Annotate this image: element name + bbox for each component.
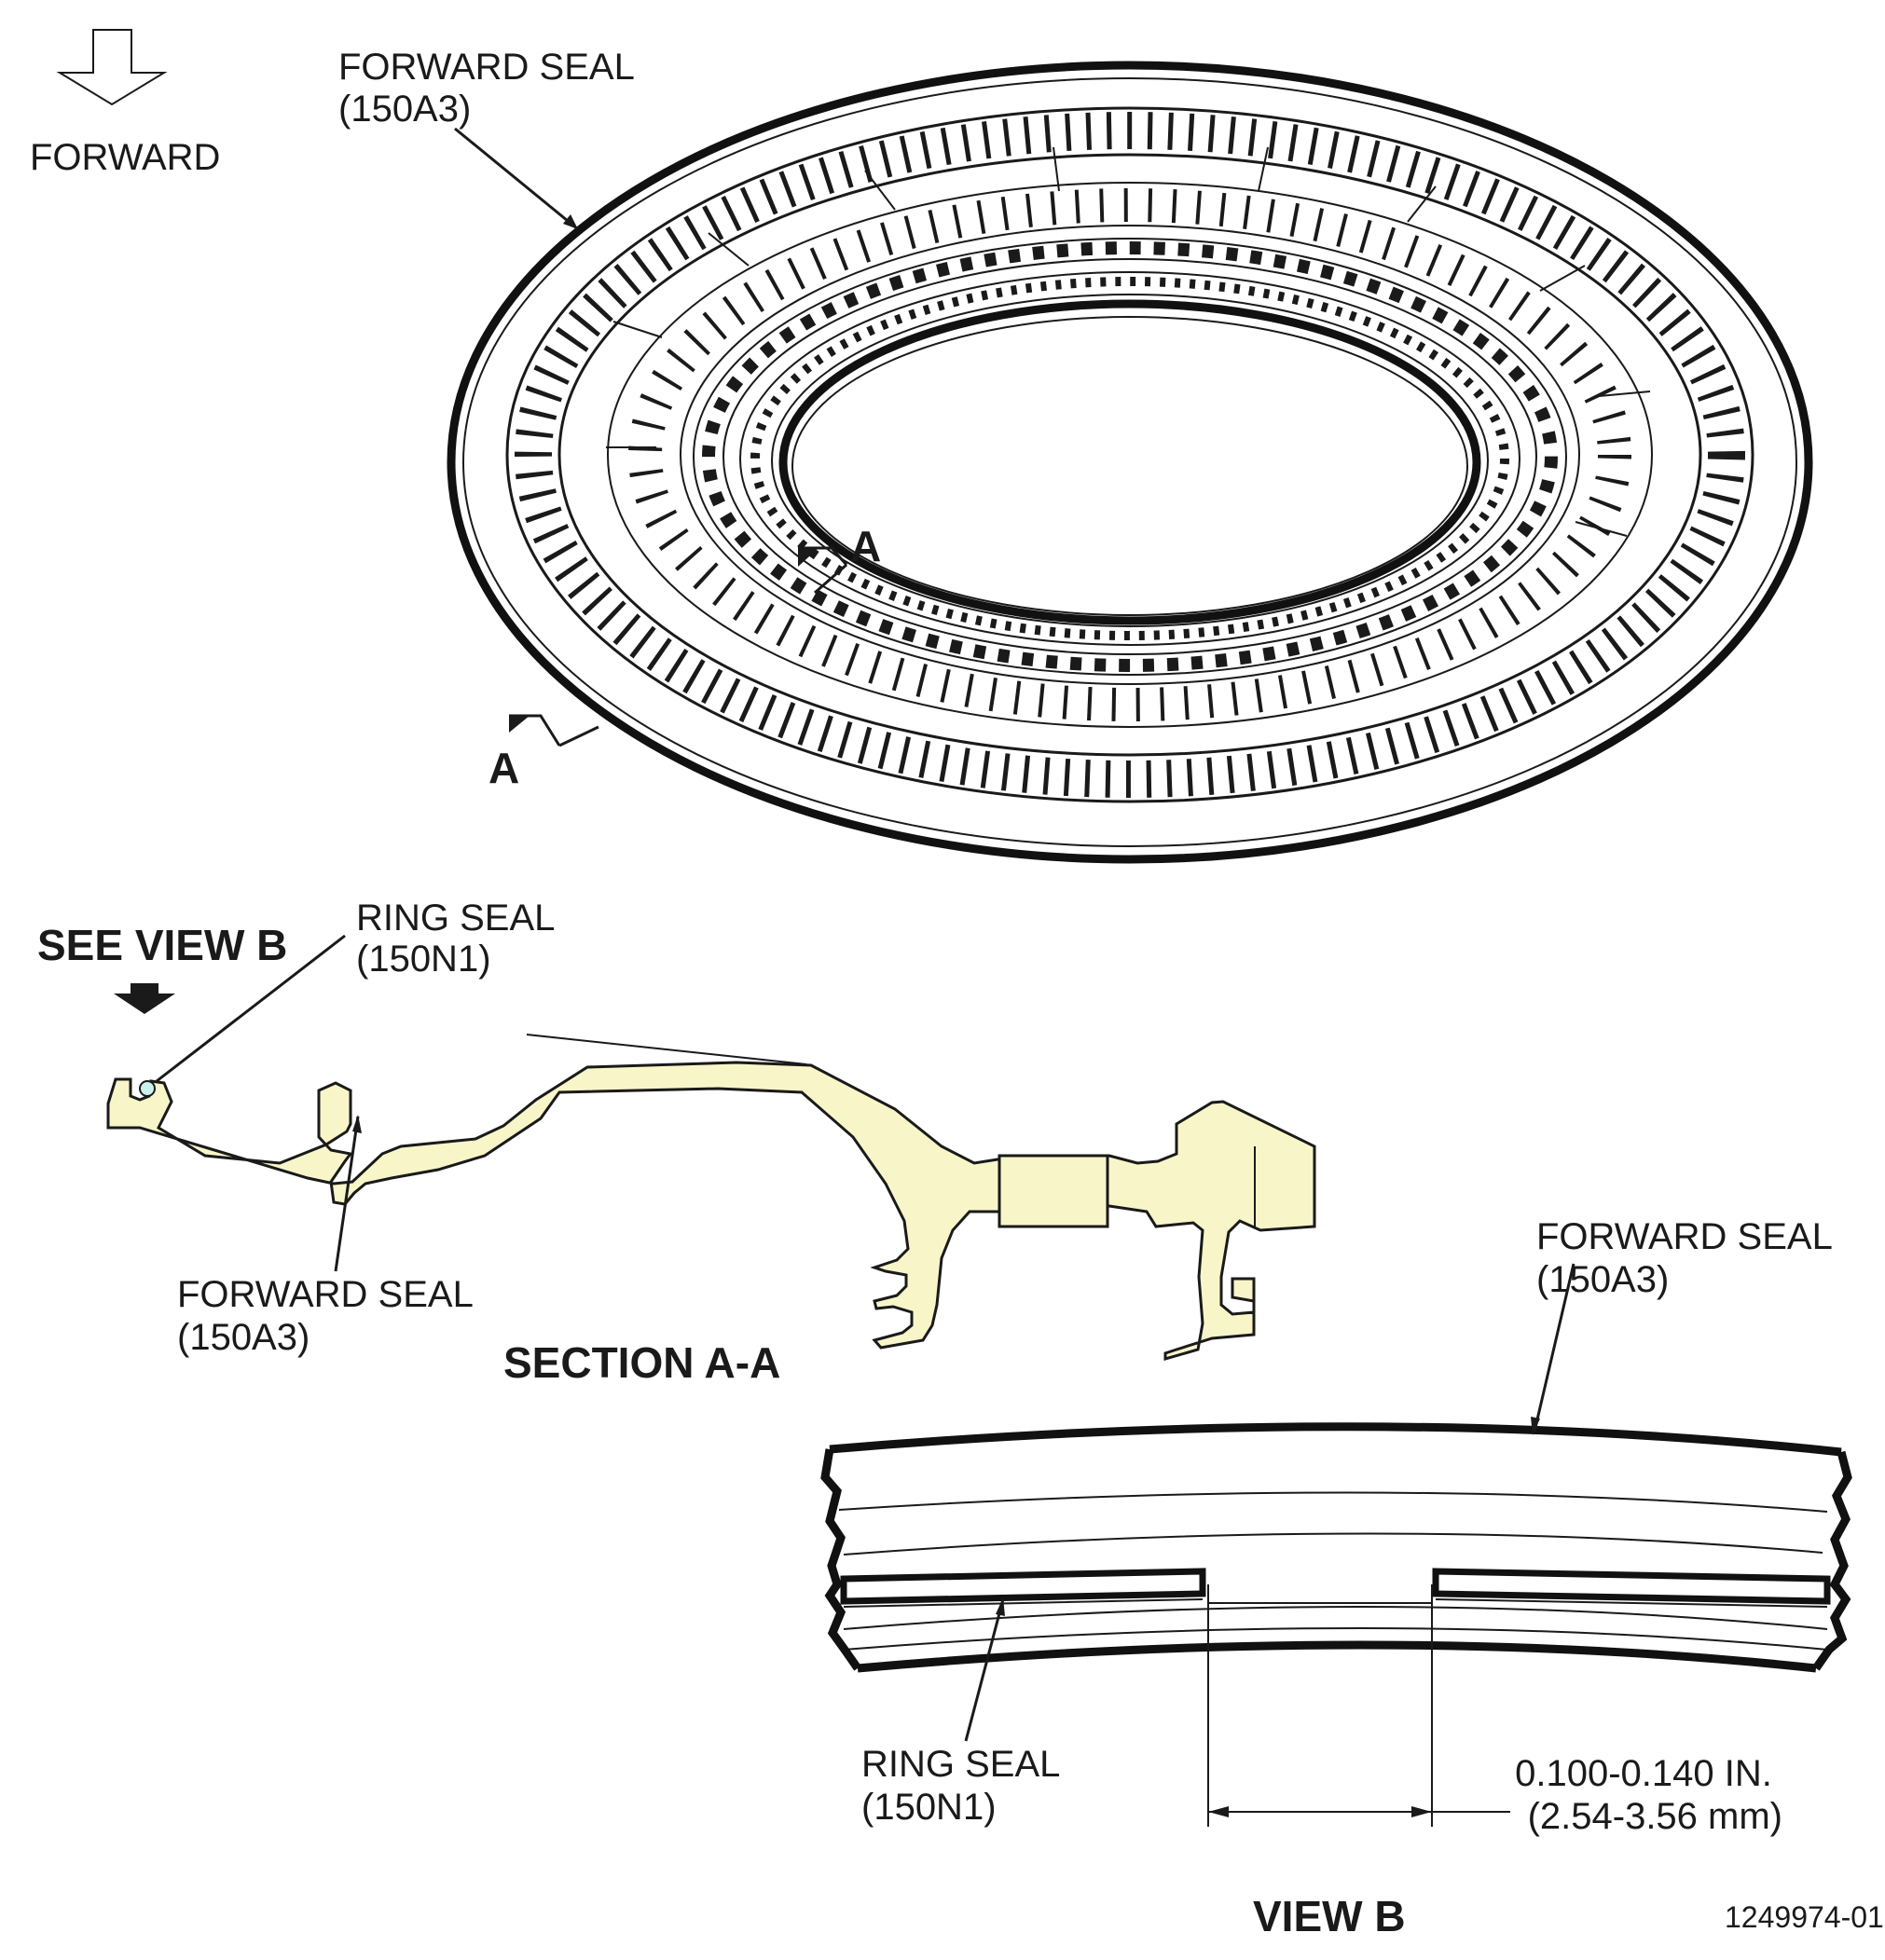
seal-ring-assembly-view bbox=[447, 61, 1813, 864]
forward-seal-outer-ring bbox=[447, 61, 1813, 864]
section-marker-a-lower-label: A bbox=[488, 744, 519, 792]
forward-seal-viewb-leader bbox=[1533, 1263, 1575, 1432]
inner-bore-lip bbox=[791, 316, 1468, 616]
view-b-ring-seal-left bbox=[840, 1568, 1206, 1605]
ring-seal-viewb-arrowhead-icon bbox=[996, 1597, 1005, 1616]
inner-bore-edge bbox=[778, 299, 1481, 625]
section-a-a-title: SECTION A-A bbox=[503, 1338, 780, 1387]
forward-seal-top-arrowhead-icon bbox=[563, 214, 578, 229]
forward-seal-section-arrowhead-icon bbox=[352, 1115, 362, 1133]
ring-seal-viewb-label: RING SEAL (150N1) bbox=[861, 1744, 1069, 1828]
hole-circle-outer bbox=[693, 238, 1567, 676]
forward-label: FORWARD bbox=[30, 137, 220, 178]
ring-seal-viewb-leader bbox=[964, 1598, 1005, 1742]
gap-dim-right-arrow-icon bbox=[1411, 1806, 1432, 1817]
segment-radial-lines bbox=[606, 146, 1651, 537]
vane-band-edge bbox=[607, 182, 1653, 728]
inner-flange-edge bbox=[739, 271, 1520, 646]
section-cut-marker-a-upper bbox=[798, 546, 848, 595]
vane-band-slots bbox=[628, 188, 1631, 721]
forward-seal-top-label: FORWARD SEAL (150A3) bbox=[338, 47, 643, 130]
section-a-a-profile bbox=[106, 1034, 1316, 1361]
see-view-b-arrow-icon bbox=[114, 983, 175, 1014]
outer-band-edge bbox=[505, 106, 1754, 803]
inner-flange-teeth bbox=[750, 277, 1509, 640]
forward-seal-viewb-label: FORWARD SEAL (150A3) bbox=[1536, 1216, 1841, 1300]
see-view-b-label: SEE VIEW B bbox=[37, 921, 287, 969]
outer-band-inner-edge bbox=[557, 153, 1702, 757]
view-b-title: VIEW B bbox=[1253, 1892, 1406, 1940]
figure-number: 1249974-01 bbox=[1725, 1900, 1884, 1934]
forward-seal-viewb-arrowhead-icon bbox=[1531, 1417, 1540, 1435]
section-cut-marker-a-lower bbox=[509, 714, 599, 747]
vane-band-inner-edge bbox=[680, 225, 1580, 685]
ring-seal-section-leader bbox=[156, 934, 346, 1083]
ring-seal-section-label: RING SEAL (150N1) bbox=[356, 898, 564, 980]
section-marker-a-upper-label: A bbox=[850, 522, 881, 570]
view-b-right-break bbox=[1812, 1450, 1852, 1671]
view-b-left-break bbox=[820, 1448, 861, 1671]
view-b-bottom-edge bbox=[857, 1640, 1817, 1673]
forward-seal-top-leader bbox=[454, 127, 579, 231]
ring-seal-section-icon bbox=[139, 1080, 156, 1097]
forward-seal-section-label: FORWARD SEAL (150A3) bbox=[177, 1274, 482, 1358]
outer-band-slots bbox=[515, 112, 1745, 798]
forward-direction-arrow-icon bbox=[56, 29, 168, 106]
inner-flange-step bbox=[771, 294, 1489, 627]
bolt-hole-pattern bbox=[702, 241, 1558, 672]
view-b-forward-seal-top-edge bbox=[829, 1422, 1842, 1457]
view-b-detail bbox=[820, 1422, 1852, 1827]
forward-seal-inner-edge bbox=[462, 77, 1797, 847]
forward-seal-section-leader bbox=[334, 1116, 360, 1272]
hole-circle-inner bbox=[722, 258, 1537, 655]
view-b-ring-seal-right bbox=[1432, 1568, 1831, 1605]
gap-dimension-label: 0.100-0.140 IN. (2.54-3.56 mm) bbox=[1515, 1753, 1782, 1837]
gap-dim-left-arrow-icon bbox=[1208, 1806, 1229, 1817]
